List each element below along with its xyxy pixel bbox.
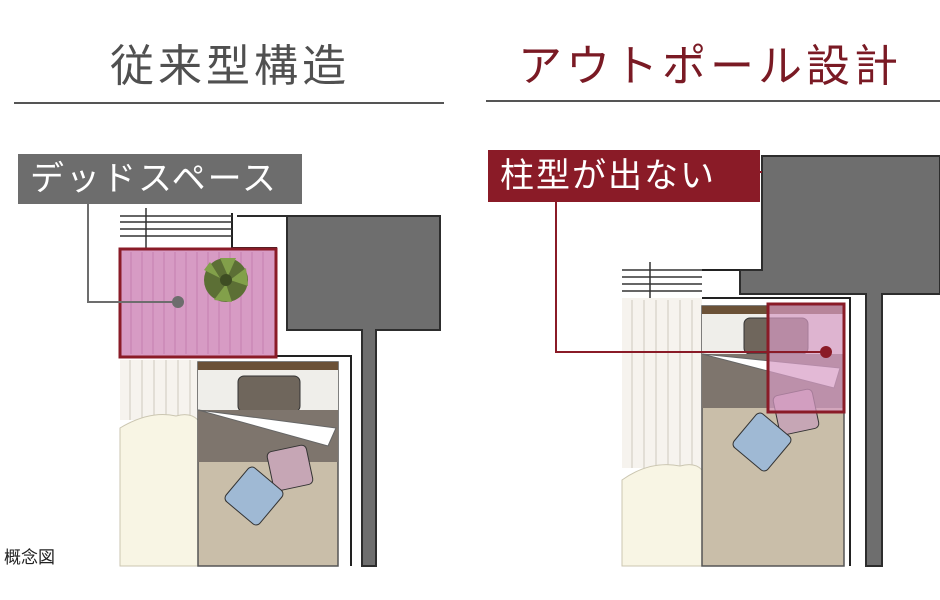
right-curtain	[622, 298, 702, 468]
left-curtain	[120, 360, 200, 420]
dead-space-label: デッドスペース	[18, 154, 302, 204]
right-plan	[555, 155, 940, 567]
dead-space-leader	[87, 204, 184, 308]
right-room-outline	[702, 269, 851, 566]
left-window-lines	[120, 208, 232, 248]
right-wall-column	[739, 155, 940, 567]
left-bed	[197, 361, 339, 567]
left-plan	[87, 204, 441, 567]
right-window-lines	[622, 262, 702, 300]
right-title-rule	[486, 100, 940, 102]
no-column-area	[766, 302, 846, 414]
conventional-structure-title: 従来型構造	[110, 41, 350, 92]
potted-plant-icon	[204, 258, 248, 302]
left-title-rule	[14, 102, 444, 104]
concept-diagram-caption: 概念図	[4, 548, 55, 568]
outpole-design-title: アウトポール設計	[518, 41, 902, 92]
no-column-label: 柱型が出ない	[488, 150, 760, 202]
left-wall-column	[237, 215, 441, 567]
right-rug	[621, 464, 703, 567]
left-rug	[119, 414, 199, 567]
